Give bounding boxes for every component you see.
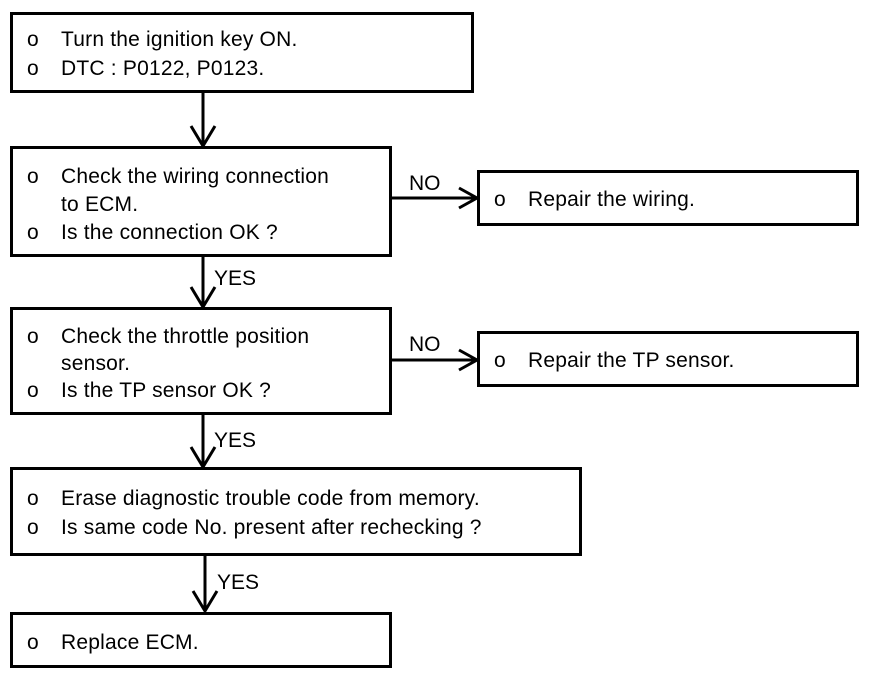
- step-check-tp-box: o Check the throttle position sensor. o …: [10, 307, 392, 415]
- step-erase-dtc-box: o Erase diagnostic trouble code from mem…: [10, 467, 582, 556]
- label-no-tp: NO: [409, 333, 441, 356]
- bullet-marker: o: [27, 57, 39, 80]
- step-check-wiring-text-3: Is the connection OK ?: [61, 221, 278, 244]
- step-check-tp-text-1: Check the throttle position: [61, 325, 310, 348]
- step-erase-dtc-line-2: o Is same code No. present after recheck…: [27, 514, 482, 541]
- step-repair-tp-text-1: Repair the TP sensor.: [528, 349, 735, 372]
- label-yes-wiring: YES: [214, 267, 257, 290]
- bullet-marker: o: [27, 379, 39, 402]
- step-replace-ecm-line-1: o Replace ECM.: [27, 629, 199, 656]
- step-erase-dtc-text-1: Erase diagnostic trouble code from memor…: [61, 487, 480, 510]
- bullet-marker: o: [27, 325, 39, 348]
- bullet-marker: o: [27, 487, 39, 510]
- step-check-wiring-line-3: o Is the connection OK ?: [27, 219, 278, 246]
- step-check-tp-line-3: o Is the TP sensor OK ?: [27, 377, 271, 404]
- step-erase-dtc-line-1: o Erase diagnostic trouble code from mem…: [27, 485, 480, 512]
- step-erase-dtc-text-2: Is same code No. present after recheckin…: [61, 516, 482, 539]
- step-check-wiring-text-2: to ECM.: [61, 193, 139, 216]
- step-check-tp-line-2: sensor.: [27, 350, 130, 377]
- step-check-wiring-box: o Check the wiring connection to ECM. o …: [10, 146, 392, 257]
- bullet-marker: o: [27, 165, 39, 188]
- step-start-text-1: Turn the ignition key ON.: [61, 28, 298, 51]
- step-start-line-2: o DTC : P0122, P0123.: [27, 55, 264, 82]
- step-check-tp-line-1: o Check the throttle position: [27, 323, 309, 350]
- bullet-marker: o: [27, 516, 39, 539]
- bullet-marker: o: [27, 28, 39, 51]
- step-start-text-2: DTC : P0122, P0123.: [61, 57, 265, 80]
- label-yes-tp: YES: [214, 429, 257, 452]
- arrowhead-replace: [191, 590, 219, 614]
- step-start-line-1: o Turn the ignition key ON.: [27, 26, 298, 53]
- bullet-marker: o: [494, 188, 506, 211]
- step-check-wiring-text-1: Check the wiring connection: [61, 165, 330, 188]
- step-repair-tp-box: o Repair the TP sensor.: [477, 331, 859, 387]
- step-check-tp-text-3: Is the TP sensor OK ?: [61, 379, 272, 402]
- step-repair-wiring-line-1: o Repair the wiring.: [494, 186, 695, 213]
- step-replace-ecm-box: o Replace ECM.: [10, 612, 392, 668]
- bullet-marker: o: [494, 349, 506, 372]
- label-no-wiring: NO: [409, 172, 441, 195]
- step-repair-wiring-text-1: Repair the wiring.: [528, 188, 696, 211]
- step-repair-tp-line-1: o Repair the TP sensor.: [494, 347, 735, 374]
- bullet-marker: o: [27, 631, 39, 654]
- bullet-marker: [27, 350, 61, 377]
- step-repair-wiring-box: o Repair the wiring.: [477, 170, 859, 226]
- step-check-wiring-line-1: o Check the wiring connection: [27, 163, 329, 190]
- bullet-marker: [27, 191, 61, 218]
- step-replace-ecm-text-1: Replace ECM.: [61, 631, 199, 654]
- step-start-box: o Turn the ignition key ON. o DTC : P012…: [10, 12, 474, 93]
- step-check-tp-text-2: sensor.: [61, 352, 131, 375]
- step-check-wiring-line-2: to ECM.: [27, 191, 138, 218]
- bullet-marker: o: [27, 221, 39, 244]
- label-yes-erase: YES: [217, 571, 260, 594]
